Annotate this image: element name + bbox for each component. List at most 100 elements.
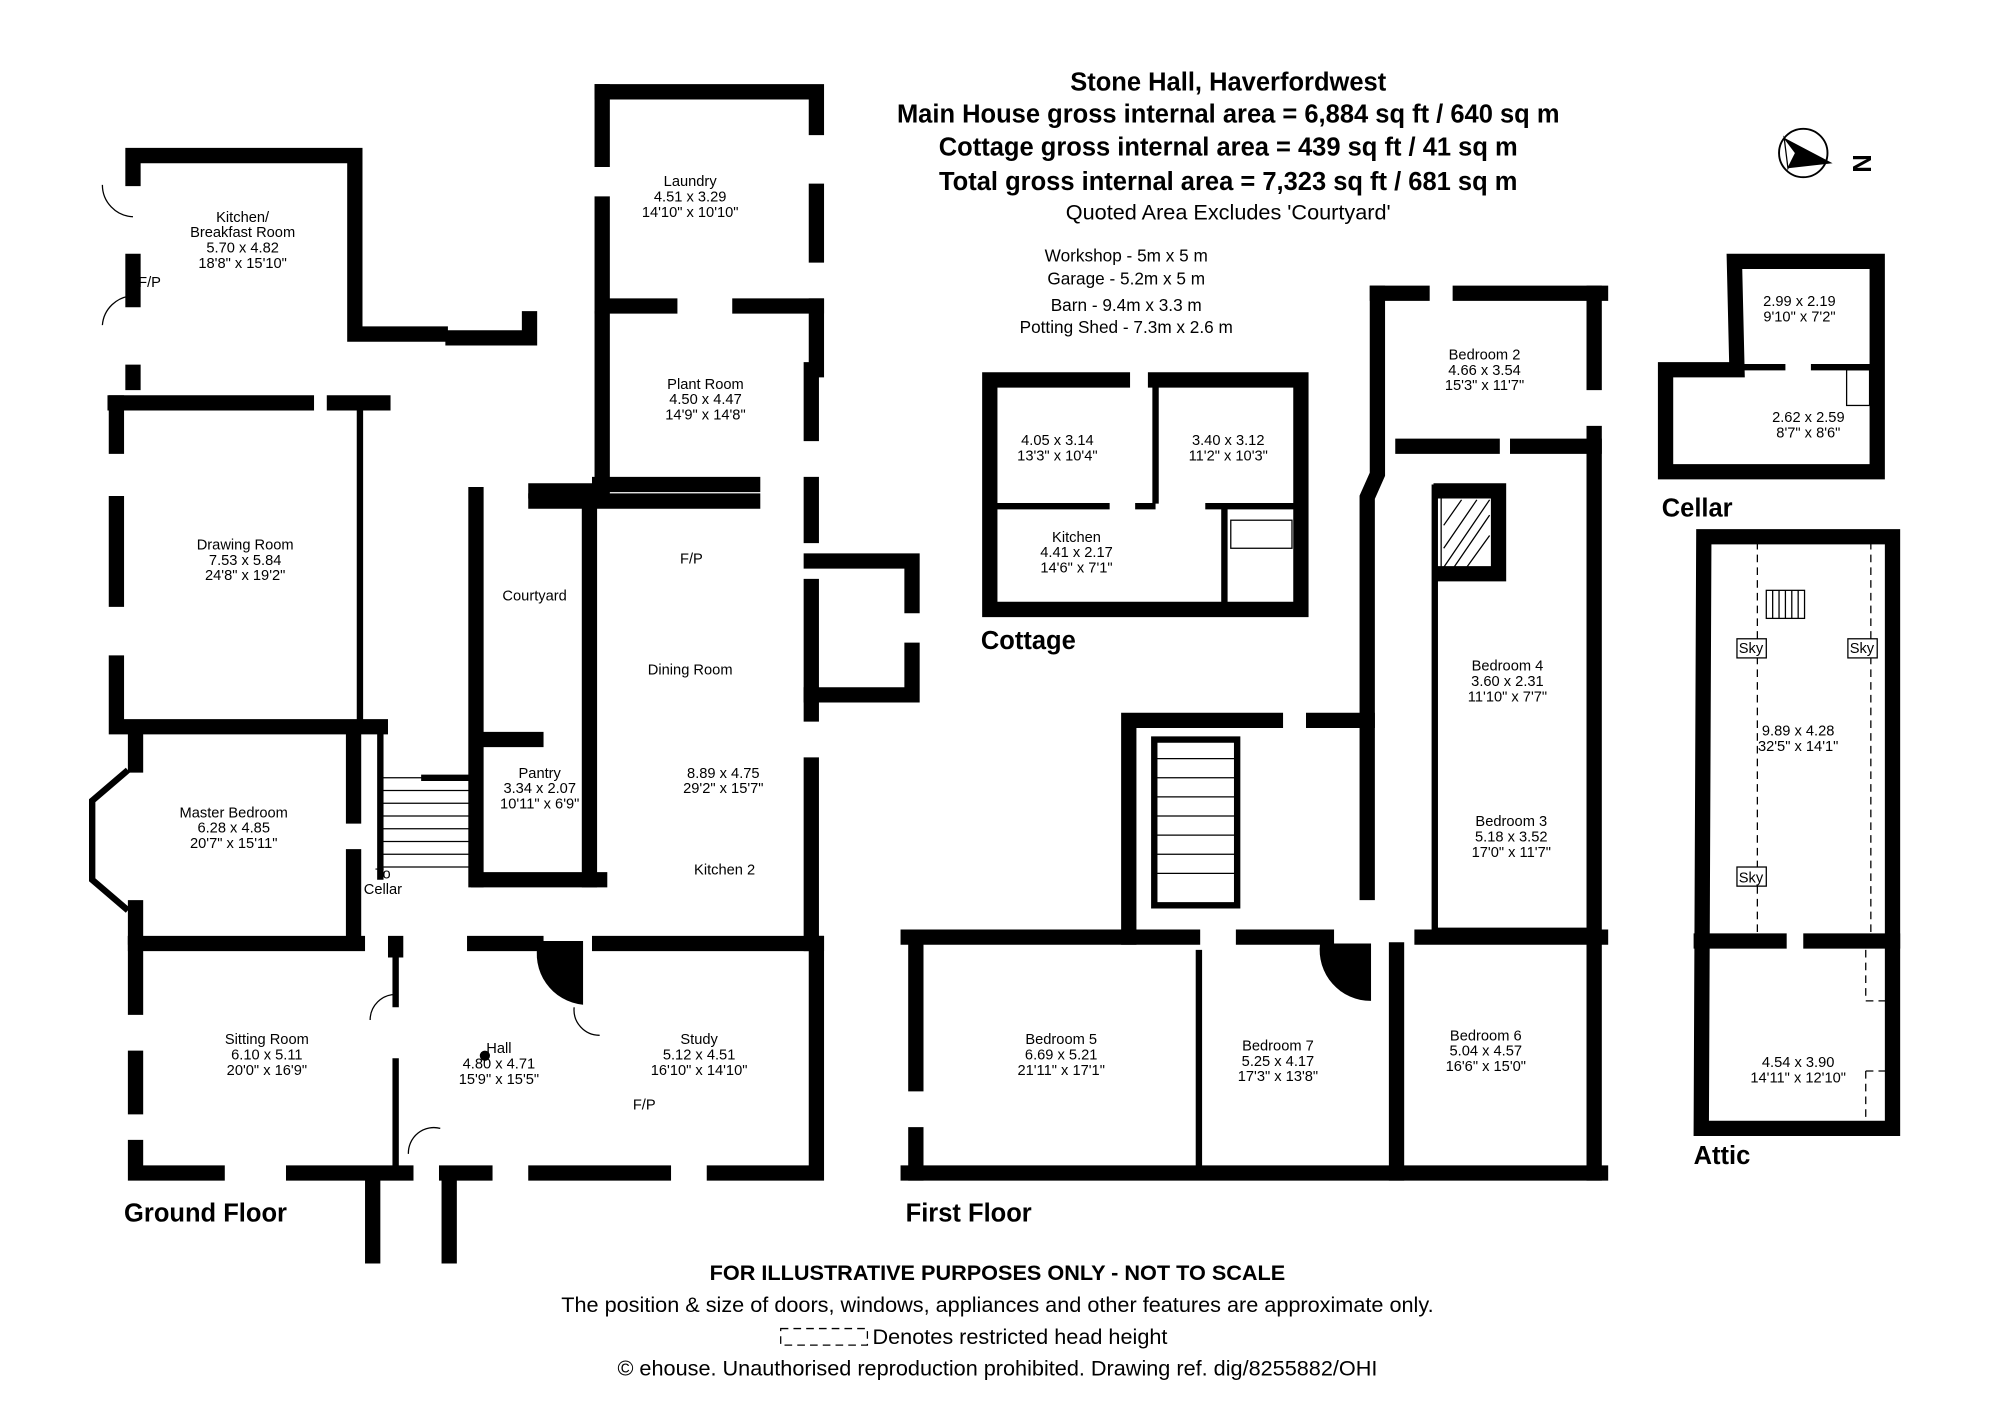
room-label-line: 5.12 x 4.51 — [663, 1048, 736, 1064]
cottage-area: Cottage gross internal area = 439 sq ft … — [939, 134, 1518, 162]
room-label-dining-room: Dining Room — [648, 662, 733, 678]
plan-title: Stone Hall, Haverfordwest — [1070, 69, 1387, 97]
room-label-line: Bedroom 3 — [1475, 814, 1547, 830]
room-label-line: 11'2" x 10'3" — [1189, 448, 1268, 464]
ground-floor-label: Ground Floor — [124, 1199, 287, 1227]
room-label-line: 32'5" x 14'1" — [1758, 739, 1838, 755]
cottage-label: Cottage — [981, 627, 1076, 655]
room-label-line: 3.60 x 2.31 — [1471, 674, 1544, 690]
outbuilding-garage: Garage - 5.2m x 5 m — [1047, 268, 1205, 288]
room-label-line: Bedroom 4 — [1472, 659, 1544, 675]
room-label-line: Bedroom 7 — [1242, 1039, 1314, 1055]
room-label-line: 5.70 x 4.82 — [206, 240, 279, 256]
room-label-fp-kitchen: F/P — [138, 275, 161, 291]
room-label-line: 9.89 x 4.28 — [1762, 724, 1835, 740]
room-label-line: 13'3" x 10'4" — [1017, 448, 1097, 464]
position-note: The position & size of doors, windows, a… — [561, 1292, 1433, 1317]
room-label-line: Drawing Room — [197, 538, 294, 554]
room-label-line: Kitchen — [1052, 530, 1101, 546]
room-label-line: 16'6" x 15'0" — [1446, 1059, 1526, 1075]
copyright: © ehouse. Unauthorised reproduction proh… — [617, 1356, 1377, 1381]
room-label-line: 2.99 x 2.19 — [1763, 294, 1836, 310]
room-label-line: 14'10" x 10'10" — [642, 205, 739, 221]
room-label-kitchen-2: Kitchen 2 — [694, 863, 755, 879]
room-label-line: 15'3" x 11'7" — [1445, 378, 1524, 394]
room-label-line: Study — [680, 1032, 718, 1048]
svg-text:Sky: Sky — [1850, 641, 1875, 657]
restricted-height-legend-icon — [780, 1327, 869, 1346]
attic-walls — [1693, 529, 1901, 1137]
room-label-line: Kitchen/ — [216, 210, 270, 226]
area-note: Quoted Area Excludes 'Courtyard' — [1066, 199, 1391, 224]
skylight-1: Sky — [1736, 638, 1767, 659]
room-label-line: Hall — [486, 1041, 511, 1057]
room-label-line: 4.41 x 2.17 — [1040, 545, 1113, 561]
room-label-fp-study: F/P — [633, 1097, 656, 1113]
room-label-line: Pantry — [519, 766, 562, 782]
main-house-area: Main House gross internal area = 6,884 s… — [897, 100, 1560, 128]
disclaimer: FOR ILLUSTRATIVE PURPOSES ONLY - NOT TO … — [710, 1260, 1286, 1285]
cottage-walls — [982, 372, 1309, 618]
skylight-2: Sky — [1847, 638, 1878, 659]
room-label-line: Sitting Room — [225, 1032, 309, 1048]
room-label-line: 14'11" x 12'10" — [1750, 1070, 1846, 1086]
first-floor-label: First Floor — [906, 1199, 1032, 1227]
room-label-line: Cellar — [364, 882, 402, 898]
room-label-courtyard: Courtyard — [502, 589, 566, 605]
room-label-line: F/P — [138, 275, 161, 291]
room-label-line: 6.10 x 5.11 — [231, 1048, 302, 1064]
first-floor-walls — [900, 285, 1609, 1181]
restricted-height-legend: Denotes restricted head height — [872, 1324, 1167, 1349]
room-label-line: 7.53 x 5.84 — [209, 553, 282, 569]
room-label-line: 14'6" x 7'1" — [1040, 560, 1112, 576]
ground-floor-walls — [88, 84, 920, 1264]
room-label-line: 20'7" x 15'11" — [190, 836, 277, 852]
room-label-line: 18'8" x 15'10" — [198, 256, 287, 272]
room-label-line: 16'10" x 14'10" — [651, 1063, 748, 1079]
room-label-line: 3.40 x 3.12 — [1192, 433, 1265, 449]
svg-text:Sky: Sky — [1739, 870, 1764, 886]
room-label-line: 9'10" x 7'2" — [1763, 309, 1835, 325]
room-label-line: 2.62 x 2.59 — [1772, 410, 1845, 426]
room-label-line: 17'0" x 11'7" — [1472, 845, 1551, 861]
room-label-line: 3.34 x 2.07 — [503, 781, 576, 797]
room-label-line: 5.25 x 4.17 — [1242, 1054, 1315, 1070]
skylight-3: Sky — [1736, 866, 1767, 887]
room-label-line: 17'3" x 13'8" — [1238, 1069, 1318, 1085]
room-label-line: 10'11" x 6'9" — [500, 796, 579, 812]
room-label-line: Courtyard — [502, 589, 566, 605]
room-label-line: 8.89 x 4.75 — [687, 766, 760, 782]
north-label: N — [1847, 154, 1875, 172]
total-area: Total gross internal area = 7,323 sq ft … — [939, 168, 1517, 196]
room-label-line: Dining Room — [648, 662, 733, 678]
room-label-line: Master Bedroom — [180, 805, 288, 821]
room-label-line: Breakfast Room — [190, 225, 295, 241]
room-label-line: 4.80 x 4.71 — [463, 1056, 536, 1072]
room-label-line: F/P — [680, 552, 703, 568]
outbuilding-potting-shed: Potting Shed - 7.3m x 2.6 m — [1020, 317, 1233, 337]
svg-text:Sky: Sky — [1739, 641, 1764, 657]
room-label-line: 14'9" x 14'8" — [665, 407, 745, 423]
attic-label: Attic — [1694, 1142, 1751, 1170]
north-arrow-icon — [1778, 127, 1833, 179]
